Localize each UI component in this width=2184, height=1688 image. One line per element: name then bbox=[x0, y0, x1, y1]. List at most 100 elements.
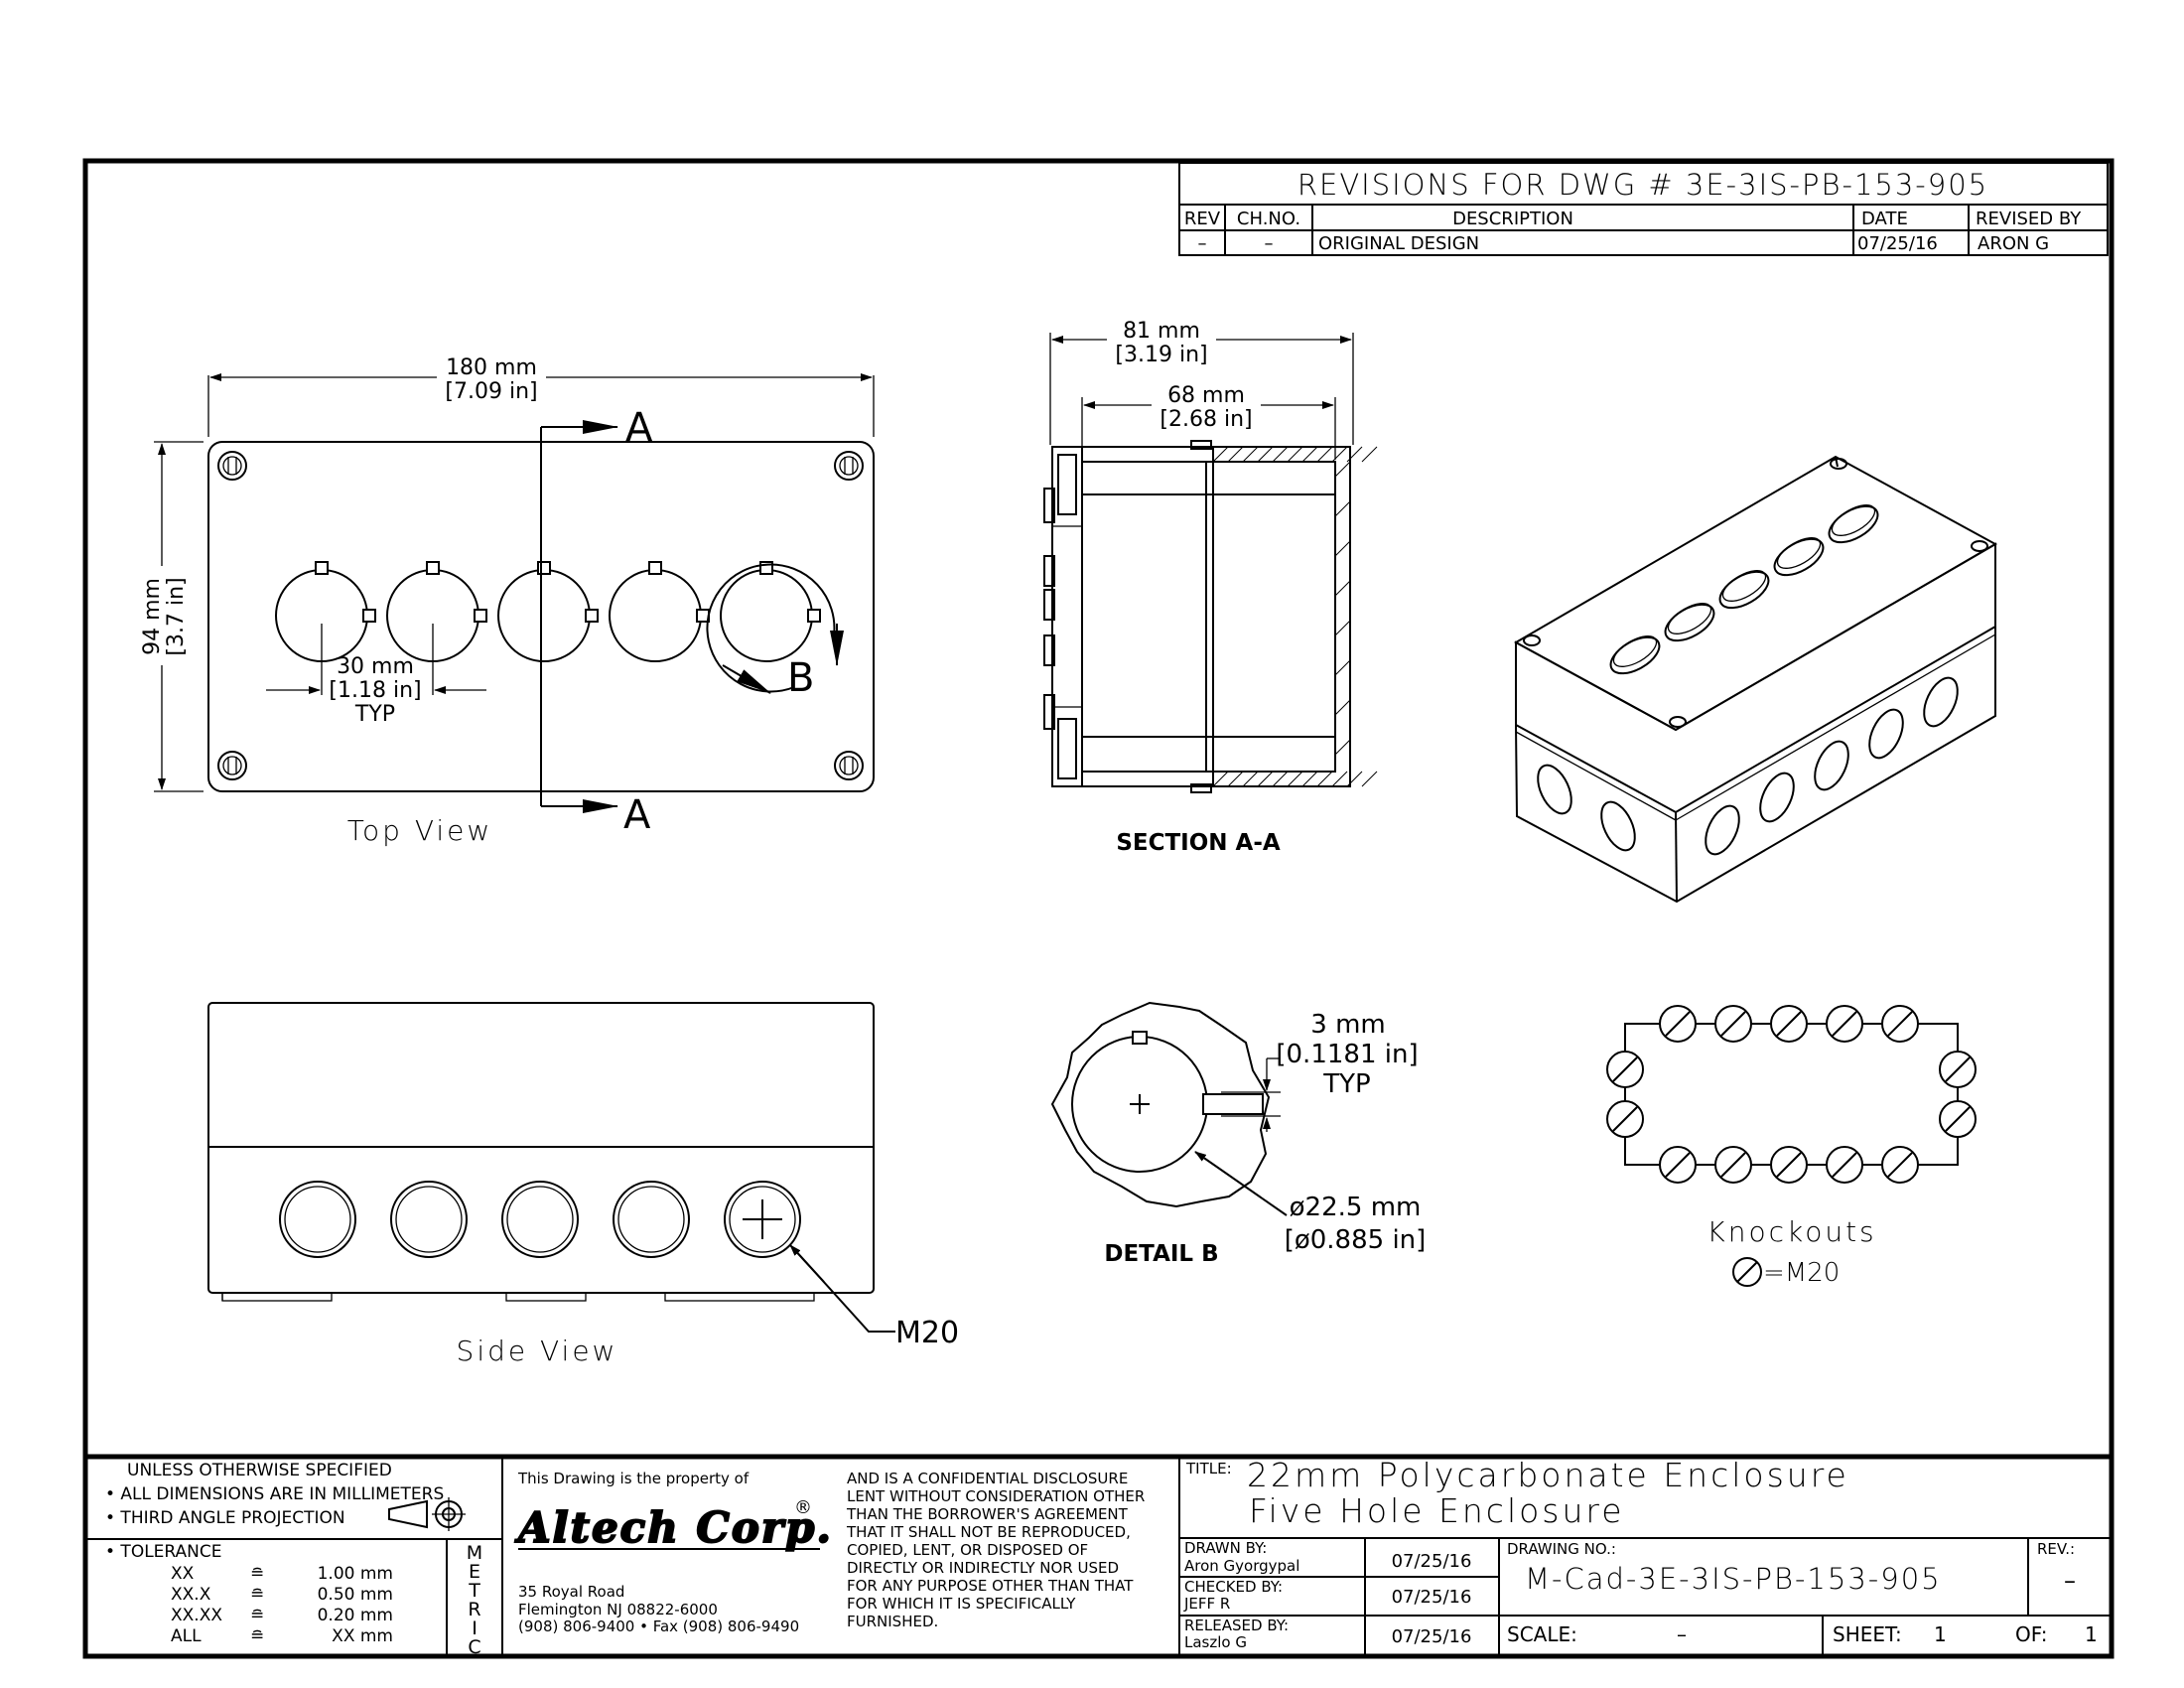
of-value: 1 bbox=[2085, 1622, 2098, 1646]
key-typ: TYP bbox=[1322, 1069, 1370, 1099]
top-view: B A A 180 mm [7.09 in] 94 mm [3.7 in] 30… bbox=[137, 352, 875, 847]
of-label: OF: bbox=[2015, 1622, 2047, 1646]
rev-value: – bbox=[2064, 1567, 2076, 1595]
property-line: This Drawing is the property of bbox=[517, 1470, 750, 1487]
corner-screw-icon bbox=[217, 751, 247, 780]
disclosure-line: FOR WHICH IT IS SPECIFICALLY bbox=[847, 1595, 1076, 1613]
tolerance-key: XX bbox=[171, 1564, 195, 1584]
isometric-view bbox=[1513, 455, 1998, 904]
checked-by-date: 07/25/16 bbox=[1392, 1587, 1472, 1608]
title-label: TITLE: bbox=[1185, 1460, 1232, 1477]
metric-letter: R bbox=[468, 1599, 480, 1620]
knockout-symbol-icon bbox=[1826, 1005, 1863, 1043]
general-note-2: • ALL DIMENSIONS ARE IN MILLIMETERS bbox=[105, 1484, 444, 1504]
third-angle-projection-icon bbox=[388, 1497, 466, 1531]
pitch-typ: TYP bbox=[354, 702, 395, 727]
disclosure-line: AND IS A CONFIDENTIAL DISCLOSURE bbox=[847, 1470, 1128, 1487]
tolerance-eq: ≘ bbox=[250, 1585, 264, 1605]
sheet-border bbox=[82, 158, 2115, 1659]
revised-by-cell: ARON G bbox=[1978, 233, 2049, 254]
rev-cell: – bbox=[1198, 233, 1207, 254]
knockout-symbol-icon bbox=[1659, 1146, 1697, 1184]
disclosure-line: FOR ANY PURPOSE OTHER THAN THAT bbox=[847, 1577, 1134, 1595]
side-view: M20 Side View bbox=[207, 1002, 959, 1367]
section-hatch bbox=[1212, 446, 1378, 787]
height-mm: 94 mm bbox=[140, 578, 165, 655]
company-address-1: 35 Royal Road bbox=[518, 1583, 624, 1601]
drawn-by-name: Aron Gyorgypal bbox=[1184, 1557, 1299, 1575]
company-address-2: Flemington NJ 08822-6000 bbox=[518, 1601, 718, 1618]
drawing-no-label: DRAWING NO.: bbox=[1507, 1540, 1616, 1558]
section-mark-top: A bbox=[625, 405, 653, 451]
section-view: 81 mm [3.19 in] 68 mm [2.68 in] SECTION … bbox=[1043, 316, 1378, 856]
tolerance-eq: ≘ bbox=[250, 1606, 264, 1625]
knockout-symbol-icon bbox=[1714, 1005, 1752, 1043]
knockout-symbol-icon bbox=[1770, 1146, 1808, 1184]
tolerance-key: XX.X bbox=[171, 1585, 211, 1605]
top-hole bbox=[609, 561, 710, 662]
knockout-symbol-icon bbox=[1606, 1100, 1644, 1138]
knockouts-caption: Knockouts bbox=[1706, 1215, 1876, 1248]
disclosure-line: THAN THE BORROWER'S AGREEMENT bbox=[846, 1505, 1129, 1523]
height-in: [3.7 in] bbox=[164, 577, 189, 655]
date-header: DATE bbox=[1861, 209, 1908, 229]
side-view-caption: Side View bbox=[457, 1335, 618, 1367]
knockout-symbol-icon bbox=[1714, 1146, 1752, 1184]
metric-letter: M bbox=[467, 1542, 482, 1564]
tolerance-value: 1.00 mm bbox=[318, 1564, 393, 1584]
disclosure-line: COPIED, LENT, OR DISPOSED OF bbox=[847, 1541, 1088, 1559]
disclosure-line: FURNISHED. bbox=[847, 1613, 938, 1630]
top-hole bbox=[275, 561, 376, 662]
company-phone: (908) 806-9400 • Fax (908) 806-9490 bbox=[518, 1618, 799, 1635]
knockout-symbol-icon bbox=[1881, 1146, 1919, 1184]
drawing-title-line-1: 22mm Polycarbonate Enclosure bbox=[1247, 1456, 1849, 1494]
tolerance-label: • TOLERANCE bbox=[105, 1542, 222, 1562]
section-outer-in: [3.19 in] bbox=[1115, 343, 1207, 367]
section-inner-mm: 68 mm bbox=[1167, 383, 1245, 408]
checked-by-label: CHECKED BY: bbox=[1184, 1578, 1283, 1596]
section-caption: SECTION A-A bbox=[1116, 830, 1281, 856]
width-in: [7.09 in] bbox=[445, 379, 537, 404]
knockout-symbol-icon bbox=[1881, 1005, 1919, 1043]
drawing-number: M-Cad-3E-3IS-PB-153-905 bbox=[1525, 1562, 1942, 1596]
metric-letter: E bbox=[469, 1561, 480, 1583]
drawn-by-date: 07/25/16 bbox=[1392, 1551, 1472, 1572]
pitch-mm: 30 mm bbox=[337, 654, 414, 679]
date-cell: 07/25/16 bbox=[1857, 233, 1938, 254]
section-outer-mm: 81 mm bbox=[1123, 319, 1200, 344]
knockout-symbol-icon bbox=[1939, 1100, 1977, 1138]
corner-screw-icon bbox=[217, 451, 247, 481]
title-block: UNLESS OTHERWISE SPECIFIED • ALL DIMENSI… bbox=[85, 1454, 2112, 1658]
knockout-symbol-icon bbox=[1770, 1005, 1808, 1043]
detail-b: 3 mm [0.1181 in] TYP ø22.5 mm [ø0.885 in… bbox=[1050, 1001, 1427, 1267]
revisions-table: REVISIONS FOR DWG # 3E-3IS-PB-153-905 RE… bbox=[1178, 162, 2109, 256]
revisions-title: REVISIONS FOR DWG # 3E-3IS-PB-153-905 bbox=[1297, 168, 1988, 202]
checked-by-name: JEFF R bbox=[1183, 1595, 1230, 1613]
tolerance-key: XX.XX bbox=[171, 1606, 222, 1625]
tolerance-value: XX mm bbox=[332, 1626, 393, 1646]
tolerance-eq: ≘ bbox=[250, 1564, 264, 1584]
drawing-title-line-2: Five Hole Enclosure bbox=[1249, 1491, 1625, 1530]
knockouts-legend: =M20 bbox=[1763, 1258, 1840, 1288]
knockouts-diagram: Knockouts =M20 bbox=[1606, 1005, 1977, 1288]
chno-header: CH.NO. bbox=[1237, 209, 1300, 229]
detail-b-mark: B bbox=[787, 655, 814, 701]
knockout-symbol-icon bbox=[1826, 1146, 1863, 1184]
knockout-symbol-icon bbox=[1606, 1051, 1644, 1088]
released-by-label: RELEASED BY: bbox=[1184, 1617, 1289, 1634]
tolerance-value: 0.20 mm bbox=[318, 1606, 393, 1625]
rev-label: REV.: bbox=[2037, 1540, 2075, 1558]
scale-label: SCALE: bbox=[1507, 1622, 1577, 1646]
scale-value: – bbox=[1677, 1622, 1687, 1646]
dia-in: [ø0.885 in] bbox=[1285, 1225, 1427, 1255]
key-mm: 3 mm bbox=[1310, 1010, 1385, 1040]
released-by-date: 07/25/16 bbox=[1392, 1626, 1472, 1647]
rev-header: REV bbox=[1184, 209, 1221, 229]
description-cell: ORIGINAL DESIGN bbox=[1318, 233, 1479, 254]
released-by-name: Laszlo G bbox=[1184, 1633, 1247, 1651]
tolerance-value: 0.50 mm bbox=[318, 1585, 393, 1605]
tolerance-key: ALL bbox=[171, 1626, 202, 1646]
section-inner-in: [2.68 in] bbox=[1160, 407, 1252, 432]
company-logo: Altech Corp. bbox=[514, 1503, 833, 1552]
